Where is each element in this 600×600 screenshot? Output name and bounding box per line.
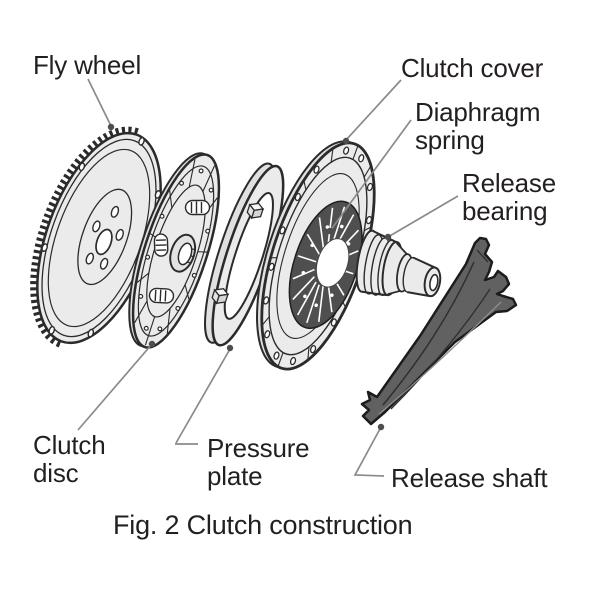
label-clutch-cover: Clutch cover bbox=[401, 53, 544, 83]
label-release-shaft: Release shaft bbox=[391, 463, 548, 493]
label-pressure-plate: Pressure plate bbox=[207, 433, 310, 491]
release-bearing-drawing bbox=[355, 229, 442, 298]
label-diaphragm-spring: Diaphragm spring bbox=[415, 97, 541, 155]
clutch-cover-drawing bbox=[256, 140, 376, 371]
label-fly-wheel: Fly wheel bbox=[33, 50, 142, 80]
clutch-disc-drawing bbox=[128, 152, 221, 349]
figure-caption: Fig. 2 Clutch construction bbox=[113, 510, 413, 540]
release-shaft-drawing bbox=[360, 236, 518, 426]
diaphragm-spring-drawing bbox=[288, 200, 363, 330]
label-clutch-disc: Clutch disc bbox=[33, 430, 106, 488]
label-release-bearing: Release bearing bbox=[462, 168, 556, 226]
pressure-plate-drawing bbox=[204, 162, 285, 347]
leader-lines bbox=[77, 78, 459, 477]
